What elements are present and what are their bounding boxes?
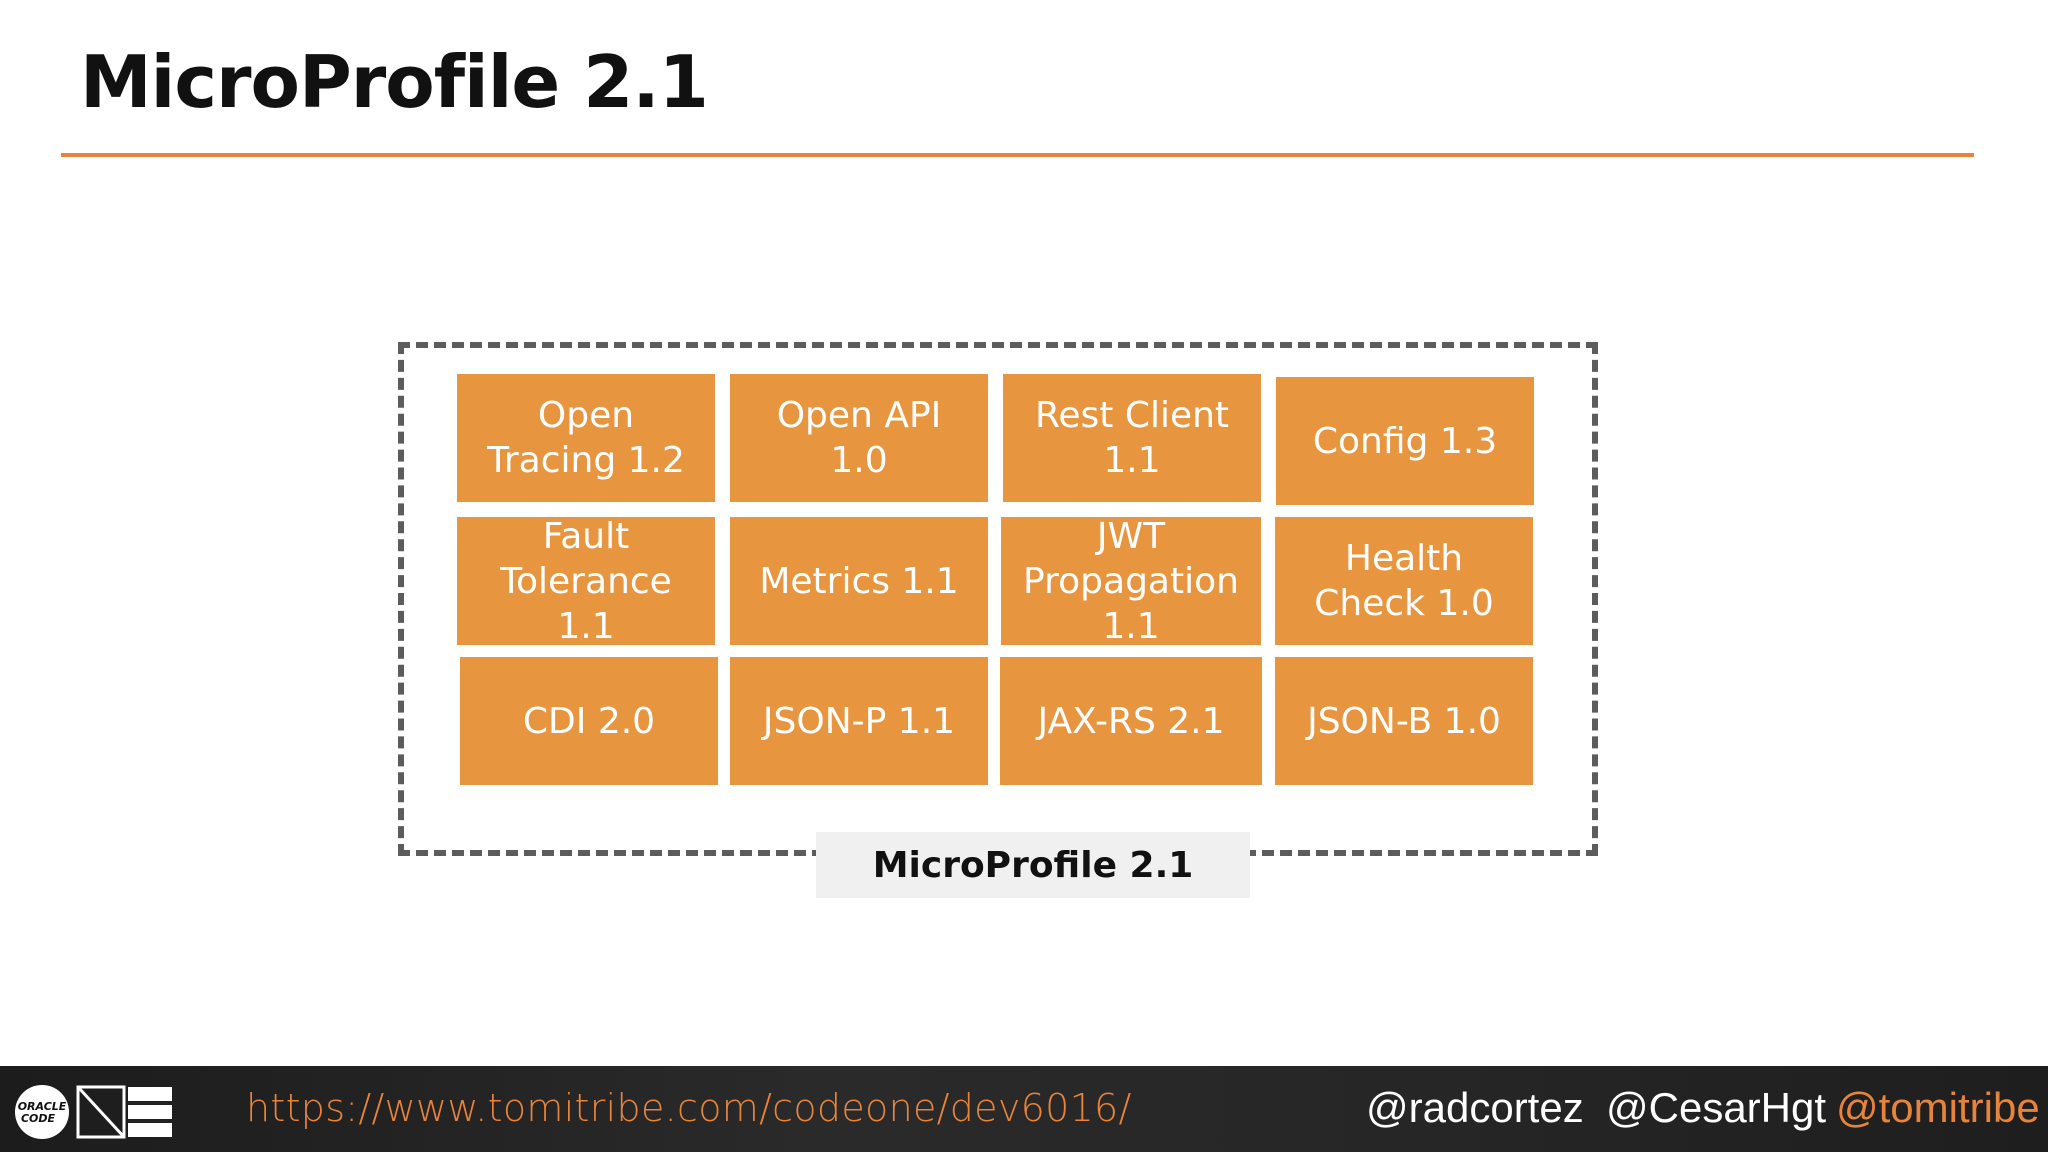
frame-label: MicroProfile 2.1: [816, 832, 1250, 898]
spec-label: JAX-RS 2.1: [1037, 700, 1225, 742]
spec-label: Rest Client 1.1: [1034, 395, 1230, 481]
slide-title: MicroProfile 2.1: [80, 40, 709, 124]
spec-box-open-tracing: Open Tracing 1.2: [457, 374, 715, 502]
spec-label: JSON-B 1.0: [1307, 700, 1501, 742]
spec-label: Health Check 1.0: [1314, 538, 1494, 624]
spec-box-json-p: JSON-P 1.1: [730, 657, 988, 785]
spec-box-fault-tolerance: Fault Tolerance 1.1: [457, 517, 715, 645]
handle-cesarhgt: @CesarHgt: [1606, 1084, 1827, 1131]
spec-label: Fault Tolerance 1.1: [500, 517, 672, 645]
spec-label: JWT Propagation 1.1: [1023, 517, 1239, 645]
spec-box-health-check: Health Check 1.0: [1275, 517, 1533, 645]
spec-box-open-api: Open API 1.0: [730, 374, 988, 502]
spec-box-metrics: Metrics 1.1: [730, 517, 988, 645]
spec-label: JSON-P 1.1: [762, 700, 956, 742]
footer-bar: ORACLE CODE https://www.tomitribe.com/co…: [0, 1066, 2048, 1152]
spec-label: Config 1.3: [1312, 420, 1498, 462]
oracle-code-one-logo: ORACLE CODE: [15, 1085, 172, 1139]
spec-box-jwt-propagation: JWT Propagation 1.1: [1001, 517, 1261, 645]
spec-label: Open API 1.0: [776, 395, 942, 481]
spec-label: CDI 2.0: [522, 700, 656, 742]
spec-box-config: Config 1.3: [1276, 377, 1534, 505]
svg-text:CODE: CODE: [21, 1112, 56, 1125]
handle-tomitribe: @tomitribe: [1836, 1084, 2040, 1131]
handle-radcortez: @radcortez: [1366, 1084, 1584, 1131]
title-divider: [61, 153, 1974, 157]
spec-box-json-b: JSON-B 1.0: [1275, 657, 1533, 785]
spec-label: Open Tracing 1.2: [487, 395, 685, 481]
spec-label: Metrics 1.1: [759, 560, 959, 602]
spec-box-cdi: CDI 2.0: [460, 657, 718, 785]
footer-url-link[interactable]: https://www.tomitribe.com/codeone/dev601…: [246, 1086, 1132, 1130]
spec-box-rest-client: Rest Client 1.1: [1003, 374, 1261, 502]
svg-text:ORACLE: ORACLE: [18, 1100, 67, 1113]
spec-box-jax-rs: JAX-RS 2.1: [1000, 657, 1262, 785]
